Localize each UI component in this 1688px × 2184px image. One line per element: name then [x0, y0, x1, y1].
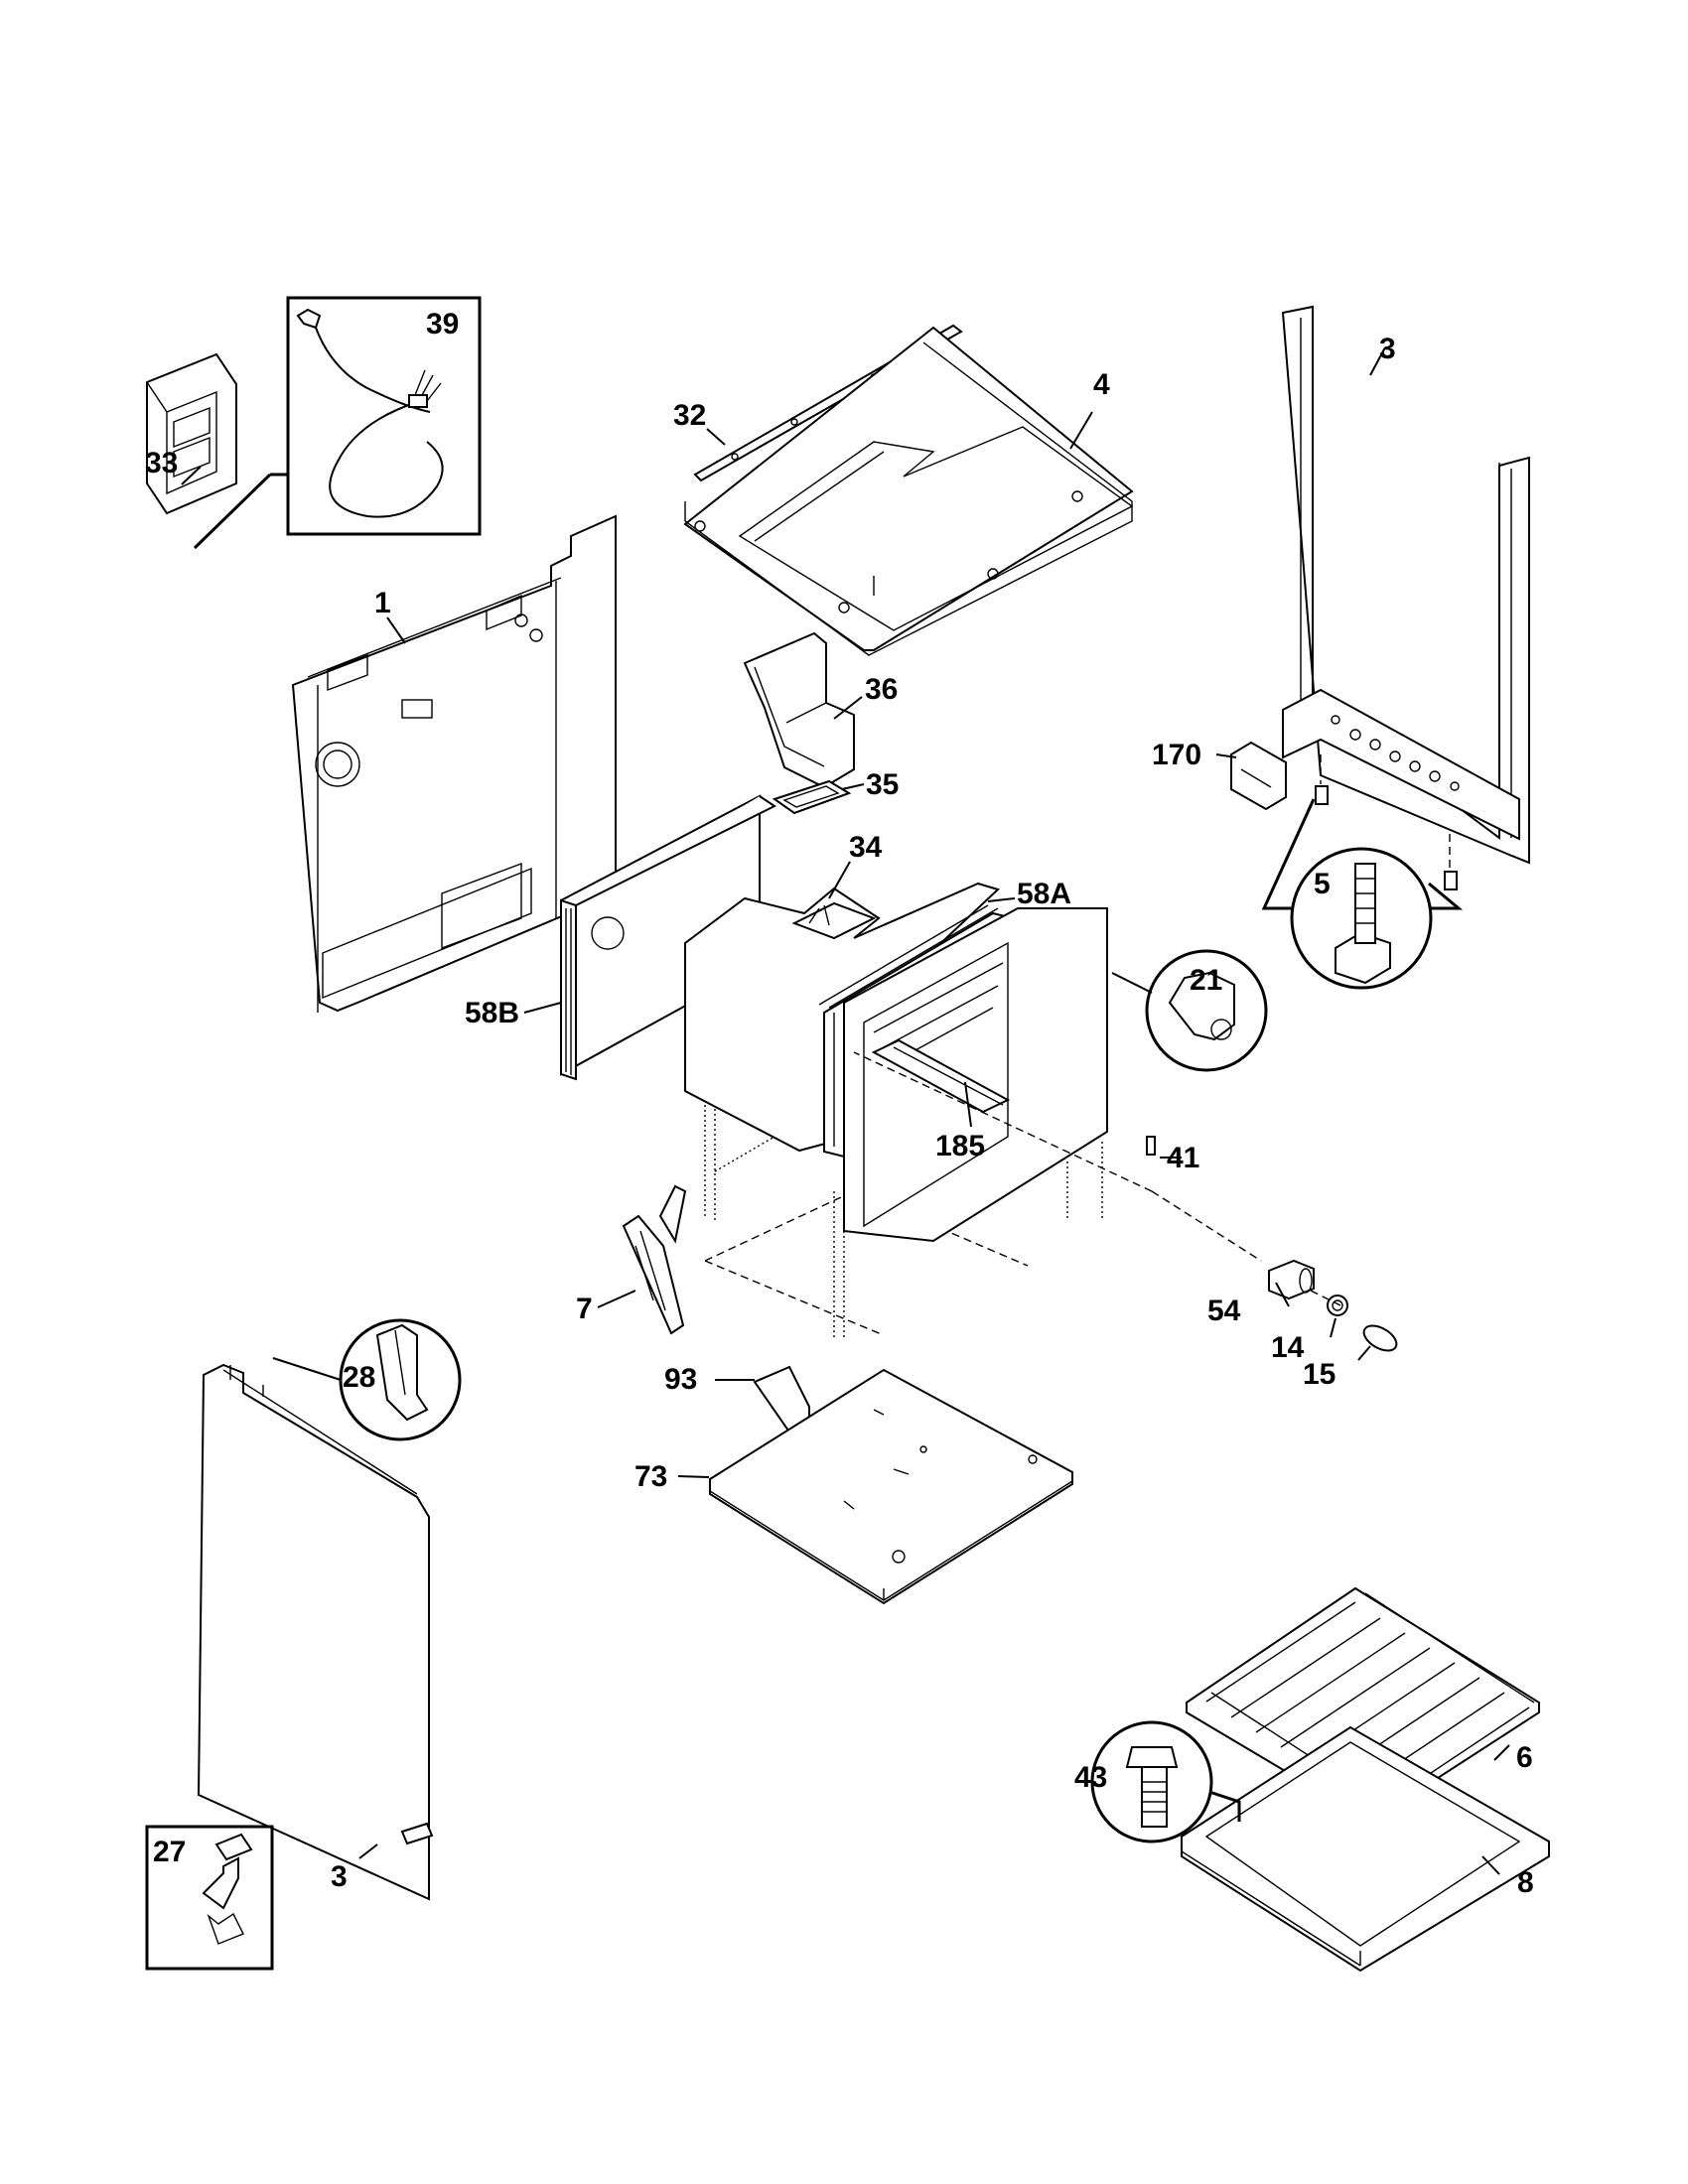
- terminal-block-part: [146, 352, 237, 515]
- callout-93: 93: [664, 1363, 697, 1396]
- callout-54: 54: [1207, 1295, 1241, 1327]
- callout-15: 15: [1303, 1358, 1336, 1391]
- callout-14: 14: [1271, 1331, 1305, 1364]
- rear-panel-part: [291, 514, 617, 1013]
- callout-34: 34: [849, 831, 883, 864]
- callout-28: 28: [343, 1361, 375, 1394]
- callout-185: 185: [935, 1130, 985, 1162]
- lamp-socket-part: [1268, 1259, 1315, 1300]
- door-hinge-part: [622, 1184, 687, 1335]
- left-side-panel-part: [197, 1363, 434, 1901]
- clip-detail-circle: [1145, 949, 1268, 1072]
- callout-58A: 58A: [1017, 878, 1071, 910]
- callout-4: 4: [1093, 368, 1110, 401]
- callout-3-bottom: 3: [331, 1860, 348, 1893]
- top-frame-part: [683, 326, 1134, 656]
- right-side-panel-part: [1281, 305, 1530, 865]
- callout-labels: 39 33 1 32 4 3 36 35 170 5 34 58A 58B 21…: [145, 308, 1534, 1899]
- vent-duct-part: [743, 631, 855, 789]
- callout-39: 39: [426, 308, 459, 341]
- callout-35: 35: [866, 768, 899, 801]
- vent-gasket-part: [772, 779, 852, 815]
- leader-lines: [181, 346, 1510, 1875]
- bottom-panel-part: [709, 1368, 1073, 1605]
- callout-1: 1: [374, 587, 391, 619]
- callout-170: 170: [1152, 739, 1201, 771]
- callout-33: 33: [145, 447, 178, 479]
- power-cord-inset: [286, 296, 482, 536]
- screw-detail-circle: [1090, 1720, 1213, 1843]
- callout-36: 36: [865, 673, 898, 706]
- callout-6: 6: [1516, 1741, 1533, 1774]
- callout-8: 8: [1517, 1866, 1534, 1899]
- callout-21: 21: [1190, 964, 1222, 997]
- bracket-inset-box: [145, 1825, 274, 1971]
- callout-43: 43: [1074, 1761, 1107, 1794]
- callout-5: 5: [1314, 868, 1331, 900]
- leveler-detail-circle: [1290, 847, 1433, 990]
- leg-bracket-part: [1230, 741, 1287, 811]
- broiler-pan-part: [1181, 1725, 1550, 1973]
- lamp-bulb-part: [1362, 1324, 1398, 1352]
- callout-32: 32: [673, 399, 706, 432]
- oven-front-frame-part: [843, 907, 1108, 1243]
- lamp-ring-part: [1327, 1295, 1348, 1316]
- callout-41: 41: [1167, 1142, 1199, 1174]
- small-bracket-part: [1146, 1136, 1156, 1156]
- callout-58B: 58B: [465, 997, 519, 1029]
- callout-3-top: 3: [1379, 333, 1396, 365]
- callout-7: 7: [576, 1293, 593, 1325]
- callout-73: 73: [634, 1460, 667, 1493]
- callout-27: 27: [153, 1836, 186, 1868]
